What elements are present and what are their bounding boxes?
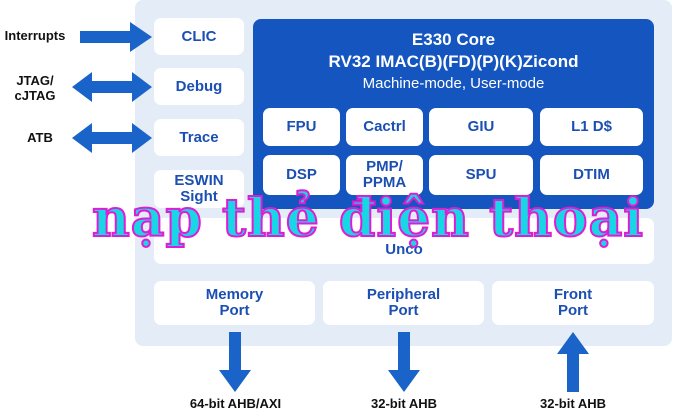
core-title: E330 Core [411,30,496,49]
uncore-block: Unco [154,218,654,264]
front-port: Front Port [492,281,654,325]
dsp-unit: DSP [263,155,340,195]
interrupts-arrow-right-icon [80,22,152,52]
front-bus-label: 32-bit AHB [540,396,606,411]
jtag-label: JTAG/ cJTAG [14,73,56,103]
trace-block: Trace [154,119,244,156]
dtim-unit: DTIM [540,155,643,195]
fpu-unit: FPU [263,108,340,146]
clic-block: CLIC [154,18,244,55]
jtag-bidirectional-arrow-icon [72,72,152,102]
eswin-sight-block: ESWIN Sight [154,170,244,208]
atb-bidirectional-arrow-icon [72,123,152,153]
watermark-text: nạp thẻ điện thoại [91,187,645,250]
core-isa: RV32 IMAC(B)(FD)(P)(K)Zicond [328,52,579,71]
cactrl-unit: Cactrl [346,108,423,146]
core-modes: Machine-mode, User-mode [362,75,545,92]
spu-unit: SPU [429,155,533,195]
peripheral-bus-down-arrow-icon [388,332,420,392]
memory-port: Memory Port [154,281,315,325]
giu-unit: GIU [429,108,533,146]
pmp-ppma-unit: PMP/ PPMA [346,155,423,195]
front-bus-up-arrow-icon [557,332,589,392]
memory-bus-label: 64-bit AHB/AXI [189,396,282,411]
memory-bus-down-arrow-icon [219,332,251,392]
atb-label: ATB [27,130,53,145]
interrupts-label: Interrupts [4,28,66,43]
l1-dcache-unit: L1 D$ [540,108,643,146]
peripheral-port: Peripheral Port [323,281,484,325]
debug-block: Debug [154,68,244,105]
peripheral-bus-label: 32-bit AHB [371,396,437,411]
